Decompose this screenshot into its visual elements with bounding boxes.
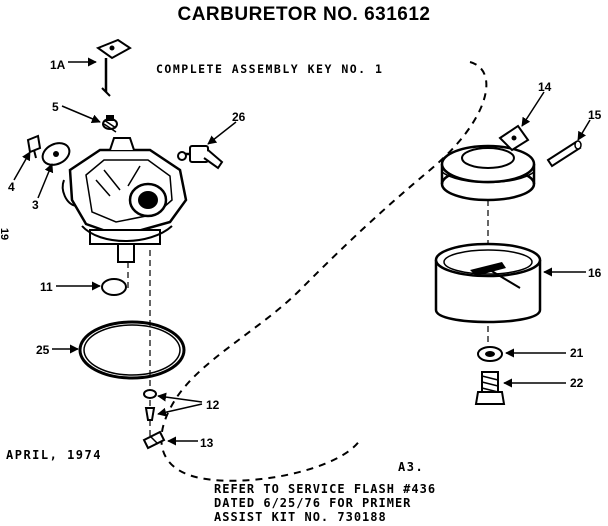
service-note: REFER TO SERVICE FLASH #436 DATED 6/25/7… [214,482,436,524]
part-25-gasket [78,320,186,380]
callout-11: 11 [40,280,53,294]
diagram-title: CARBURETOR NO. 631612 [177,4,431,25]
callout-25: 25 [36,343,50,357]
part-13-needle [142,430,166,450]
callout-21: 21 [570,346,584,360]
part-16-bowl [434,242,542,324]
callout-3: 3 [32,198,39,212]
part-11-disk [101,278,127,296]
callout-22: 22 [570,376,584,390]
page-code: A3. [398,460,425,474]
part-14-float [440,124,536,202]
callout-15: 15 [588,108,602,122]
callout-5: 5 [52,100,59,114]
assembly-note: COMPLETE ASSEMBLY KEY NO. 1 [156,62,384,76]
part-22-nut [474,371,506,405]
part-3-plate [41,142,71,166]
carburetor-body [61,137,188,263]
callout-1a: 1A [50,58,66,72]
date-note: APRIL, 1974 [6,448,102,462]
part-15-pin [546,140,582,168]
callout-13: 13 [200,436,214,450]
part-4-screw [26,134,42,159]
callout-12: 12 [206,398,220,412]
part-1a-bracket [95,38,132,97]
callout-4: 4 [8,180,15,194]
callout-16: 16 [588,266,602,280]
part-26-fitting [177,145,224,170]
part-21-washer [477,346,503,362]
callout-26: 26 [232,110,246,124]
part-12-needle-parts [143,389,157,421]
service-note-line-1: REFER TO SERVICE FLASH #436 [214,482,437,496]
callout-14: 14 [538,80,552,94]
part-5-screw [102,115,118,133]
service-note-line-3: ASSIST KIT NO. 730188 [214,510,387,524]
service-note-line-2: DATED 6/25/76 FOR PRIMER [214,496,412,510]
